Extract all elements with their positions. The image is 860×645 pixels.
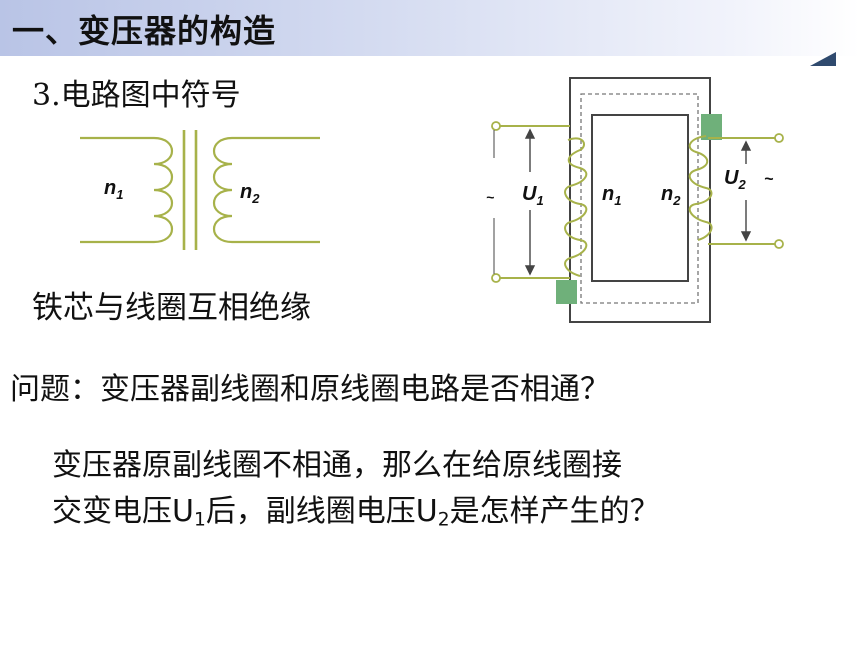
- secondary-coil: [213, 136, 233, 244]
- ac-symbol-left: ~: [486, 189, 494, 205]
- terminal-secondary-bottom: [774, 239, 784, 249]
- ac-symbol-right: ~: [764, 171, 774, 188]
- insulation-note: 铁芯与线圈互相绝缘: [32, 290, 311, 326]
- u1-arrow-head-bottom: [524, 265, 536, 276]
- symbol-n1-label: n1: [104, 177, 123, 202]
- answer-line-2: 交变电压U1后，副线圈电压U2是怎样产生的？: [52, 494, 660, 531]
- insulator-clamp-top: [701, 114, 722, 140]
- slide-title: 一、变压器的构造: [12, 12, 277, 50]
- u1-arrow-head-top: [524, 128, 536, 139]
- transformer-symbol-diagram: n1 n2: [80, 130, 320, 250]
- transformer-core-diagram: ~ ~ U1 n1 n2 U2: [486, 77, 784, 323]
- insulator-clamp-bottom: [556, 280, 577, 304]
- core-n2-label: n2: [661, 183, 681, 208]
- core-n1-label: n1: [602, 183, 621, 208]
- terminal-secondary-top: [774, 133, 784, 143]
- u2-label: U2: [724, 167, 746, 192]
- iron-core-inner: [591, 114, 689, 282]
- u1-label: U1: [522, 183, 544, 208]
- core-dashed-outline: [580, 93, 699, 304]
- terminal-primary-top: [491, 121, 501, 131]
- answer-line-1: 变压器原副线圈不相通，那么在给原线圈接: [52, 448, 622, 483]
- primary-coil: [153, 136, 173, 244]
- section-heading: 3.电路图中符号: [32, 78, 241, 113]
- secondary-coil: [688, 135, 713, 241]
- u2-arrow-head-top: [740, 140, 752, 151]
- slide-header: 一、变压器的构造: [0, 0, 860, 56]
- primary-coil: [564, 137, 588, 277]
- u2-arrow-head-bottom: [740, 231, 752, 242]
- symbol-n2-label: n2: [240, 181, 260, 206]
- corner-triangle-icon: [810, 52, 836, 66]
- terminal-primary-bottom: [491, 273, 501, 283]
- question-text: 问题：变压器副线圈和原线圈电路是否相通？: [10, 372, 610, 407]
